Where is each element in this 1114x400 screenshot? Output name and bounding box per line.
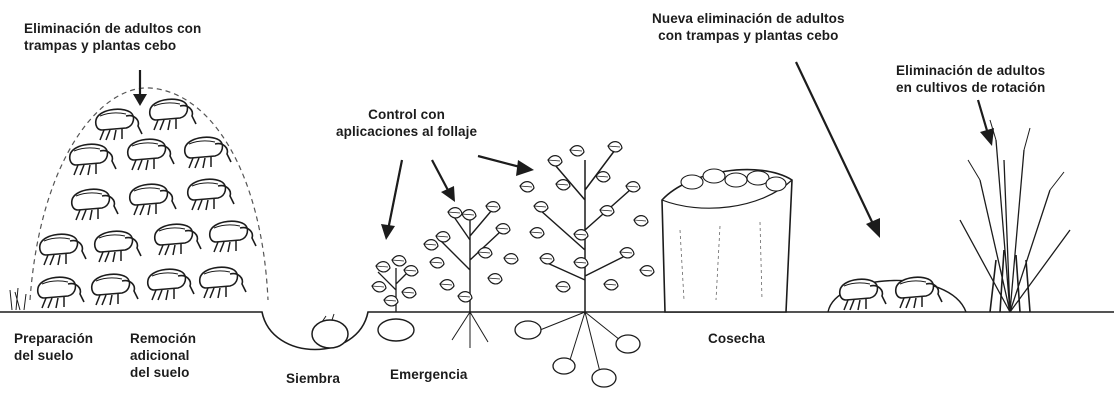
stage-line: del suelo bbox=[14, 347, 93, 364]
stage-line: Preparación bbox=[14, 330, 93, 347]
stage-line: del suelo bbox=[130, 364, 196, 381]
annotation-traps-top-left: Eliminación de adultos con trampas y pla… bbox=[24, 20, 201, 54]
annotation-rotation-crops: Eliminación de adultos en cultivos de ro… bbox=[896, 62, 1045, 96]
stage-label-sowing: Siembra bbox=[286, 370, 340, 387]
weevil-mound bbox=[10, 88, 268, 310]
stage-line: adicional bbox=[130, 347, 196, 364]
annotation-line: Control con bbox=[336, 106, 477, 123]
annotation-traps-repeat: Nueva eliminación de adultos con trampas… bbox=[652, 10, 845, 44]
annotation-line: Eliminación de adultos con bbox=[24, 20, 201, 37]
stage-label-emergence: Emergencia bbox=[390, 366, 468, 383]
potato-plant-icon bbox=[424, 202, 518, 348]
annotation-line: en cultivos de rotación bbox=[896, 79, 1045, 96]
annotation-line: trampas y plantas cebo bbox=[24, 37, 201, 54]
annotation-arrows bbox=[133, 62, 994, 240]
stage-label-soil-prep: Preparación del suelo bbox=[14, 330, 93, 364]
stage-label-extra-tillage: Remoción adicional del suelo bbox=[130, 330, 196, 381]
annotation-line: con trampas y plantas cebo bbox=[652, 27, 845, 44]
stage-line: Remoción bbox=[130, 330, 196, 347]
potato-plant-icon bbox=[515, 142, 654, 387]
trap-mound bbox=[828, 277, 966, 312]
annotation-line: aplicaciones al follaje bbox=[336, 123, 477, 140]
seed-tuber-icon bbox=[312, 314, 348, 348]
annotation-foliage-control: Control con aplicaciones al follaje bbox=[336, 106, 477, 140]
weevil-icon bbox=[38, 99, 256, 308]
stage-label-harvest: Cosecha bbox=[708, 330, 765, 347]
annotation-line: Nueva eliminación de adultos bbox=[652, 10, 845, 27]
potato-sack-icon bbox=[662, 169, 792, 312]
wheat-icon bbox=[960, 120, 1070, 312]
annotation-line: Eliminación de adultos bbox=[896, 62, 1045, 79]
weevil-icon bbox=[840, 277, 942, 310]
potato-plant-icon bbox=[372, 256, 418, 341]
